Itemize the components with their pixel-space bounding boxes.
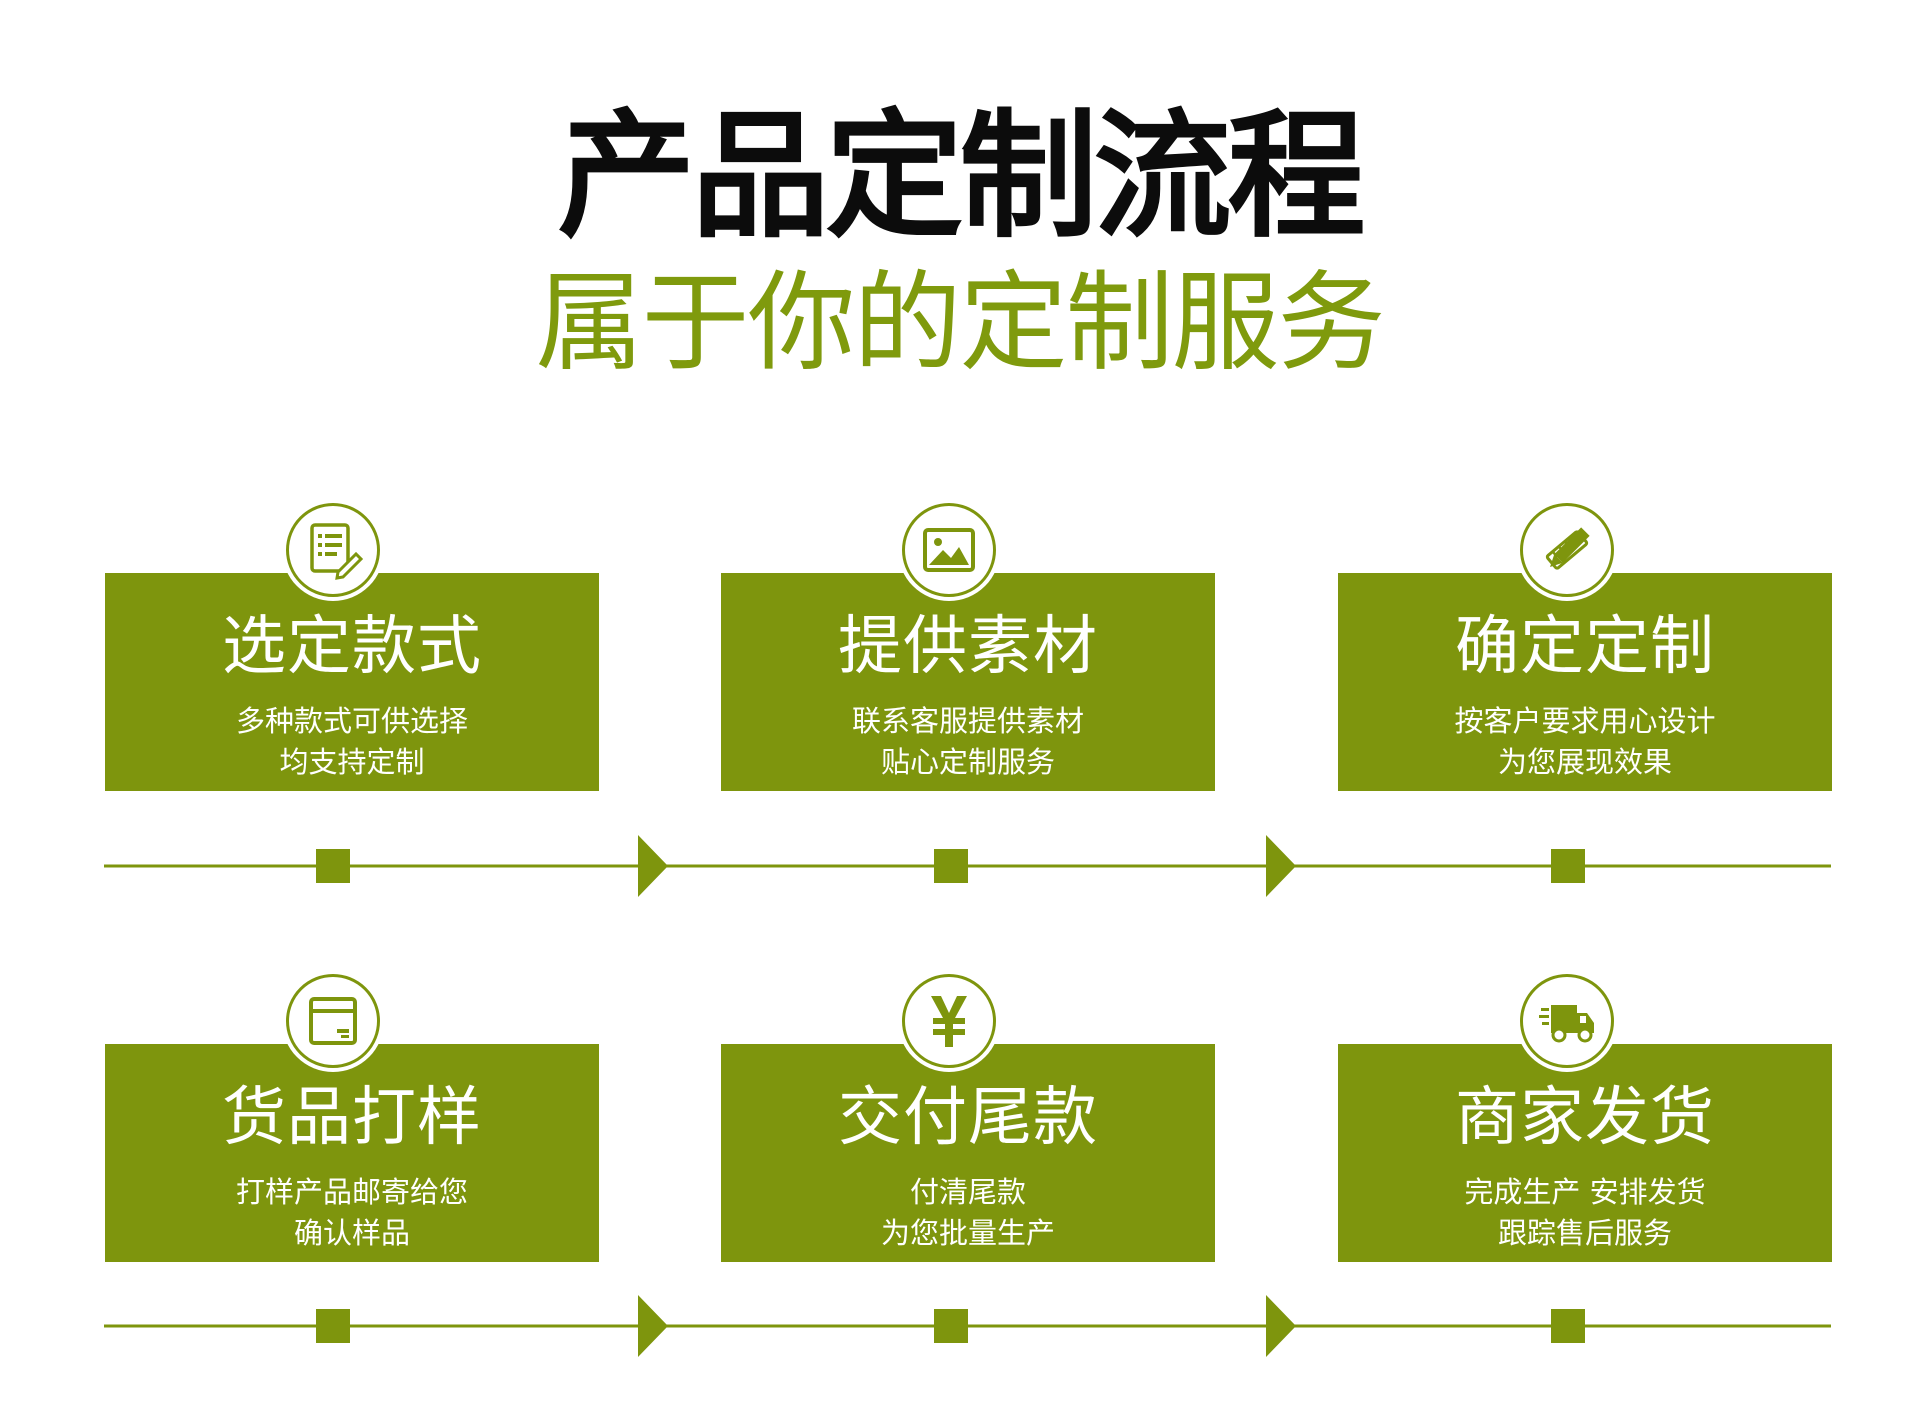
step-description: 联系客服提供素材 贴心定制服务: [721, 701, 1215, 783]
step-description-line: 贴心定制服务: [880, 745, 1055, 779]
document-edit-icon: [282, 499, 384, 601]
pencil-ruler-icon: [1516, 499, 1618, 601]
timeline-marker: [1551, 849, 1585, 883]
timeline-marker: [934, 1309, 968, 1343]
step-card-pay-balance: 交付尾款 付清尾款 为您批量生产: [721, 1044, 1215, 1262]
step-description-line: 为您批量生产: [880, 1216, 1055, 1250]
step-description-line: 均支持定制: [279, 745, 425, 779]
package-icon: [282, 970, 384, 1072]
timeline-arrow: [1266, 835, 1296, 897]
step-description: 按客户要求用心设计 为您展现效果: [1338, 701, 1832, 783]
timeline-marker: [1551, 1309, 1585, 1343]
step-description: 付清尾款 为您批量生产: [721, 1172, 1215, 1254]
step-card-confirm-customization: 确定定制 按客户要求用心设计 为您展现效果: [1338, 573, 1832, 791]
timeline-arrow: [1266, 1295, 1296, 1357]
step-title: 提供素材: [838, 610, 1098, 684]
step-description-line: 多种款式可供选择: [235, 704, 468, 738]
step-description-line: 确认样品: [293, 1216, 410, 1250]
step-title: 交付尾款: [838, 1081, 1098, 1155]
step-title: 商家发货: [1455, 1081, 1715, 1155]
page-title: 产品定制流程: [557, 96, 1365, 257]
step-card-sample-production: 货品打样 打样产品邮寄给您 确认样品: [105, 1044, 599, 1262]
step-description: 多种款式可供选择 均支持定制: [105, 701, 599, 783]
step-description-line: 完成生产 安排发货: [1464, 1175, 1706, 1209]
step-card-provide-materials: 提供素材 联系客服提供素材 贴心定制服务: [721, 573, 1215, 791]
step-description-line: 付清尾款: [909, 1175, 1026, 1209]
step-description-line: 跟踪售后服务: [1497, 1216, 1672, 1250]
step-description-line: 联系客服提供素材: [851, 704, 1084, 738]
step-card-merchant-shipping: 商家发货 完成生产 安排发货 跟踪售后服务: [1338, 1044, 1832, 1262]
step-description-line: 按客户要求用心设计: [1454, 704, 1716, 738]
timeline-marker: [934, 849, 968, 883]
step-description: 打样产品邮寄给您 确认样品: [105, 1172, 599, 1254]
timeline-marker: [316, 849, 350, 883]
timeline-arrow: [638, 835, 668, 897]
step-title: 确定定制: [1455, 610, 1715, 684]
timeline-marker: [316, 1309, 350, 1343]
page-subtitle: 属于你的定制服务: [535, 261, 1385, 386]
step-card-select-style: 选定款式 多种款式可供选择 均支持定制: [105, 573, 599, 791]
step-description-line: 为您展现效果: [1497, 745, 1672, 779]
timeline-arrow: [638, 1295, 668, 1357]
step-description: 完成生产 安排发货 跟踪售后服务: [1338, 1172, 1832, 1254]
yen-icon: [898, 970, 1000, 1072]
step-title: 选定款式: [222, 610, 482, 684]
step-description-line: 打样产品邮寄给您: [235, 1175, 468, 1209]
step-title: 货品打样: [222, 1081, 482, 1155]
delivery-truck-icon: [1516, 970, 1618, 1072]
image-icon: [898, 499, 1000, 601]
